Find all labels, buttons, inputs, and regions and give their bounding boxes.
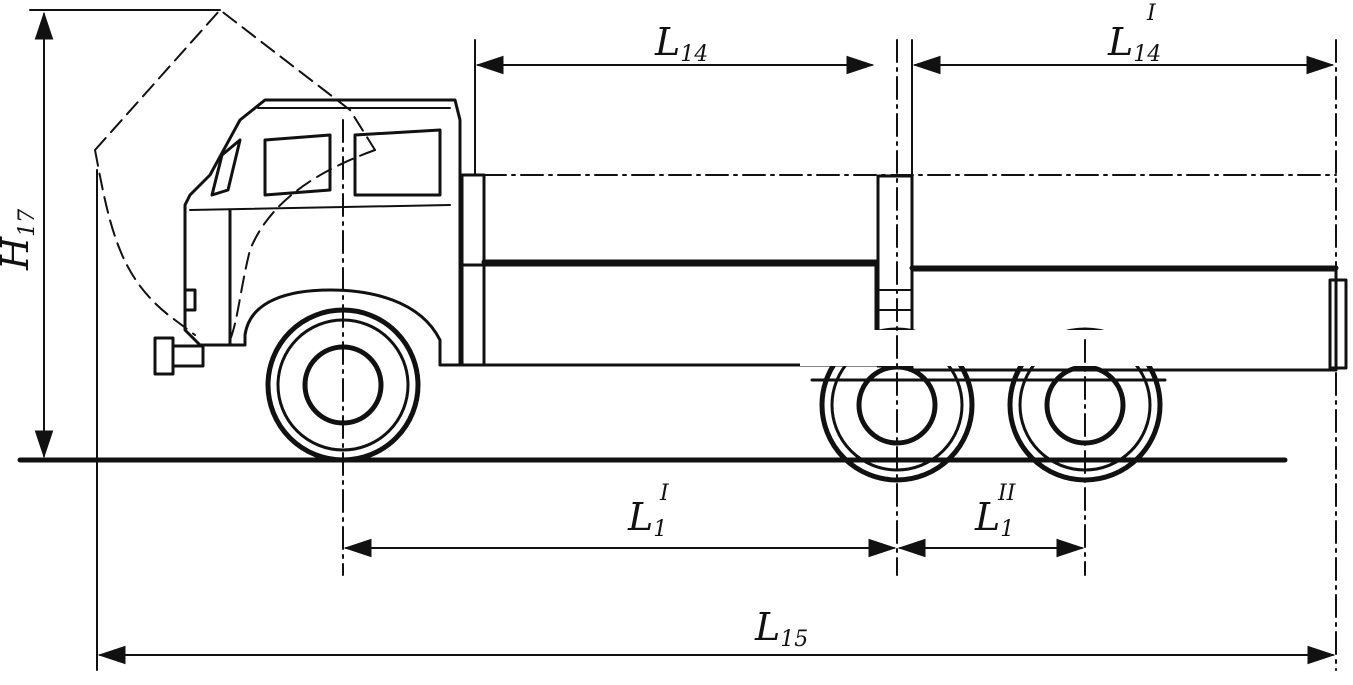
cab-side-window [263, 133, 332, 197]
label-h17: H17 [0, 209, 40, 271]
svg-text:L1: L1 [974, 495, 1014, 542]
wheel-mask [800, 330, 1160, 366]
cab-door-window [353, 128, 442, 197]
label-l15: L15 [754, 605, 808, 652]
svg-text:I: I [1146, 1, 1157, 26]
front-board [460, 173, 486, 367]
svg-text:II: II [997, 481, 1017, 506]
svg-text:L14: L14 [1107, 20, 1161, 67]
tilted-cab-door-line [229, 149, 376, 341]
front-bumper [153, 336, 175, 376]
svg-text:I: I [659, 481, 670, 506]
rear-board [1328, 278, 1348, 370]
tow-hook [171, 344, 205, 368]
label-l1-double-prime: II L1 [974, 481, 1017, 542]
svg-text:H17: H17 [0, 209, 40, 271]
tilted-cab-outline [94, 9, 376, 336]
svg-text:L1: L1 [627, 495, 667, 542]
label-l14: L14 [654, 20, 708, 67]
label-l14-prime: I L14 [1107, 1, 1161, 67]
platform-body-front [460, 263, 878, 367]
truck-cab [153, 98, 462, 376]
label-l1-prime: I L1 [627, 481, 670, 542]
cab-front-window [210, 138, 242, 197]
